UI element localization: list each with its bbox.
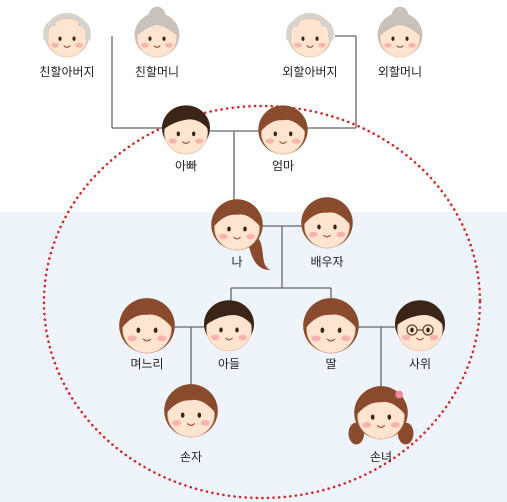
label-mother: 엄마 [271, 159, 295, 173]
grandson-face-icon [164, 384, 218, 438]
son-face-icon [204, 300, 254, 352]
father-face-icon [162, 105, 210, 155]
immediate-family-dotted-circle [42, 104, 482, 500]
label-son: 아들 [217, 357, 241, 371]
label-daughter-in-law: 며느리 [130, 357, 164, 371]
grandfather-face-icon [43, 12, 91, 58]
label-maternal-grandmother: 외할머니 [377, 65, 423, 79]
label-maternal-grandfather: 외할아버지 [282, 65, 338, 79]
label-grandson: 손자 [179, 450, 203, 464]
me-face-icon [211, 199, 271, 270]
son-in-law-face-icon [395, 300, 445, 352]
daughter-face-icon [303, 298, 359, 354]
spouse-face-icon [301, 197, 353, 249]
label-paternal-grandmother: 친할머니 [134, 65, 180, 79]
label-granddaughter: 손녀 [369, 450, 393, 464]
label-paternal-grandfather: 친할아버지 [39, 65, 95, 79]
grandmother-face-icon [377, 6, 423, 58]
mother-face-icon [258, 105, 308, 155]
family-member-faces [43, 6, 445, 445]
connector-lines [111, 35, 395, 388]
label-daughter: 딸 [325, 357, 337, 371]
label-me: 나 [231, 255, 243, 269]
label-spouse: 배우자 [310, 255, 344, 269]
label-son-in-law: 사위 [408, 357, 432, 371]
label-father: 아빠 [174, 159, 198, 173]
granddaughter-face-icon [348, 386, 414, 445]
grandmother-face-icon [134, 6, 180, 58]
grandfather-face-icon [286, 12, 334, 58]
lower-background-band [0, 212, 507, 502]
daughter-in-law-face-icon [119, 298, 175, 354]
